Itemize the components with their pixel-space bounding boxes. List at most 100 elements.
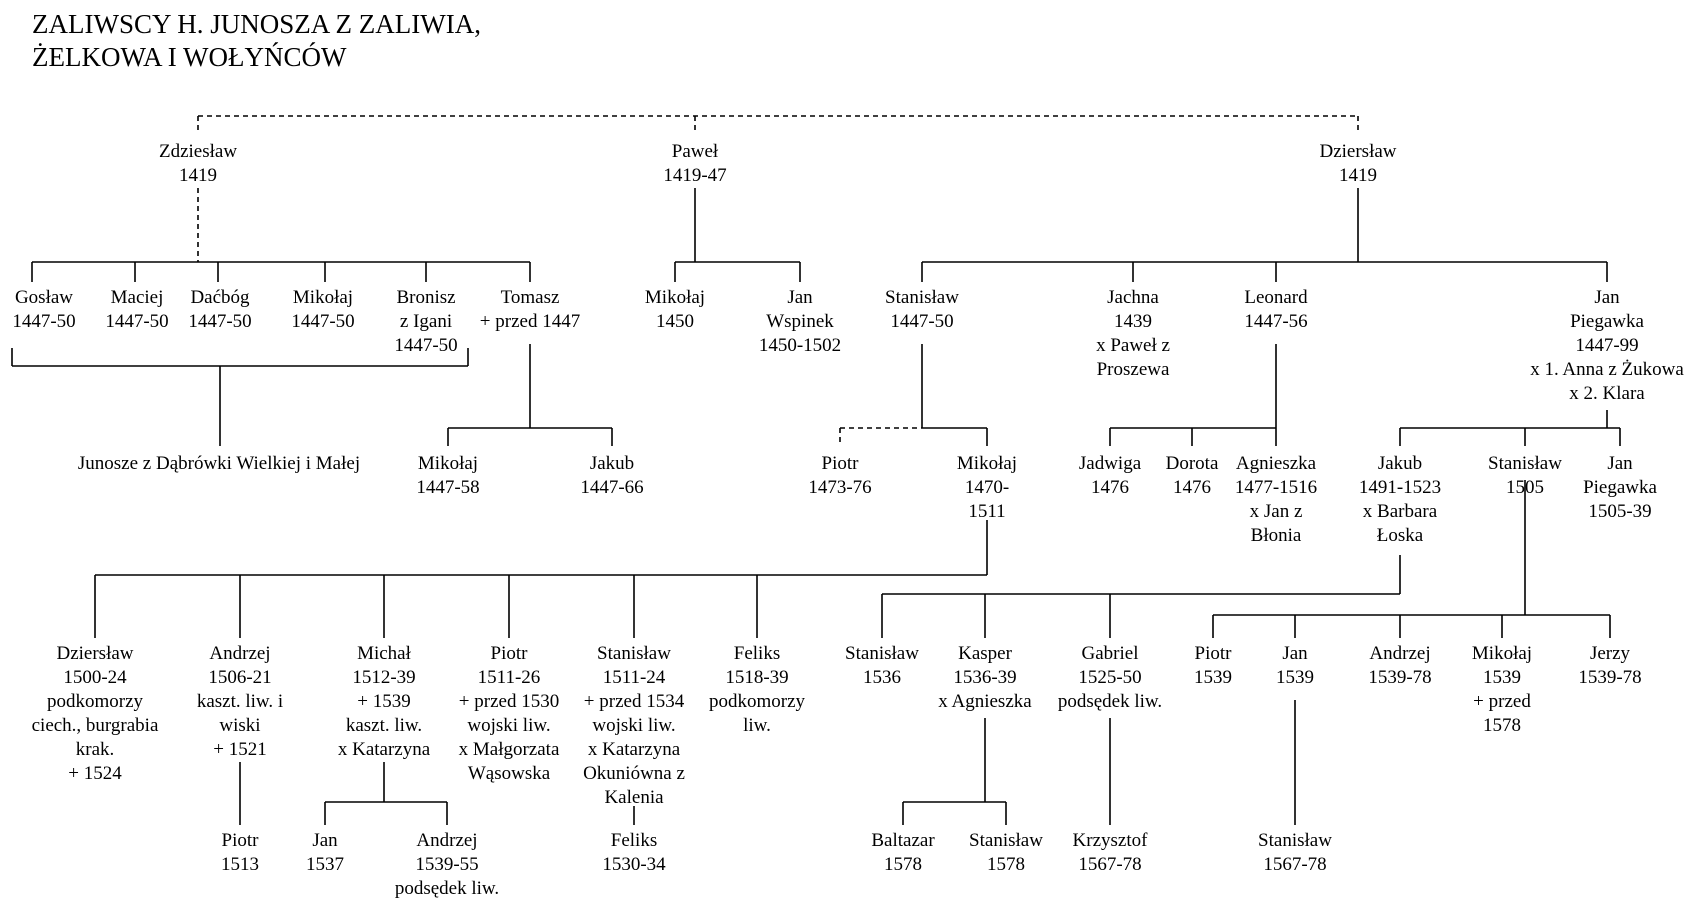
person-text-line: 1512-39 [352,667,416,688]
person-text-line: Jakub [1377,453,1423,474]
person-text-line: x 2. Klara [1569,383,1645,404]
person-text-line: 1447-99 [1575,335,1639,356]
person-text-line: 1578 [1482,715,1521,736]
person-text-line: kaszt. liw. i [196,691,284,712]
person-text-line: Okuniówna z [583,763,685,784]
person-text-line: + przed [1473,691,1531,712]
person-text-line: 1539-55 [415,854,479,875]
person-text-line: Andrzej [209,643,271,664]
person-text-line: Stanisław [845,643,919,664]
person-text-line: x Małgorzata [458,739,560,760]
person-text-line: x Agnieszka [938,691,1032,712]
person-text-line: 1447-58 [416,477,480,498]
person-text-line: 1511-26 [477,667,541,688]
person-text-line: Piotr [221,830,259,851]
person-text-line: Dziersław [56,643,134,664]
person-text-line: Jan [1282,643,1308,664]
person-piotr-a: Piotr 1513 [221,829,259,877]
person-text-line: 1537 [306,854,344,875]
person-text-line: Piotr [821,453,859,474]
person-text-line: 1476 [1090,477,1129,498]
person-text-line: 1450 [655,311,694,332]
person-text-line: podkomorzy [708,691,806,712]
person-text-line: x Katarzyna [587,739,681,760]
person-text-line: Agnieszka [1235,453,1317,474]
person-text-line: 1447-50 [291,311,355,332]
person-text-line: podsędek liw. [394,878,500,899]
person-text-line: 1530-34 [602,854,666,875]
person-text-line: 1470- [964,477,1010,498]
person-text-line: 1447-50 [12,311,76,332]
person-text-line: 1539-78 [1578,667,1642,688]
person-text-line: liw. [743,715,771,736]
person-text-line: z Igani [399,311,453,332]
person-text-line: 1513 [221,854,259,875]
person-text-line: Gosław [14,287,74,308]
person-text-line: Paweł [671,141,719,162]
person-text-line: 1505-39 [1588,501,1652,522]
person-text-line: 1511 [968,501,1006,522]
person-text-line: ciech., burgrabia [31,715,159,736]
person-andrzej-sj: Andrzej 1539-78 [1368,642,1431,690]
person-text-line: x Katarzyna [337,739,431,760]
person-text-line: Maciej [110,287,164,308]
person-text-line: kaszt. liw. [345,715,423,736]
person-text-line: x Barbara [1362,501,1438,522]
person-text-line: + 1521 [213,739,267,760]
person-text-line: Bronisz [396,287,456,308]
person-text-line: Łoska [1376,525,1424,546]
person-text-line: Piegawka [1570,311,1644,332]
person-text-line: 1536-39 [953,667,1017,688]
person-text-line: 1447-50 [394,335,458,356]
person-text-line: x Jan z [1249,501,1303,522]
person-text-line: wojski liw. [592,715,676,736]
person-text-line: Leonard [1244,287,1308,308]
person-text-line: 1473-76 [808,477,872,498]
person-text-line: Andrzej [416,830,478,851]
person-text-line: Piegawka [1583,477,1657,498]
person-piotr-s: Piotr 1473-76 [808,452,871,500]
person-text-line: Stanisław [1488,453,1562,474]
person-text-line: Baltazar [871,830,935,851]
person-text-line: wiski [219,715,261,736]
person-text-line: Jan [787,287,813,308]
person-text-line: 1447-50 [188,311,252,332]
person-text-line: Stanisław [597,643,671,664]
person-text-line: 1476 [1172,477,1211,498]
person-text-line: 1539 [1482,667,1521,688]
person-text-line: Kalenia [604,787,664,808]
person-text-line: Mikołaj [644,287,706,308]
person-text-line: Jakub [589,453,635,474]
person-text-line: Zdziesław [158,141,238,162]
person-bronisz: Bronisz z Igani 1447-50 [394,286,457,358]
person-text-line: Andrzej [1369,643,1431,664]
person-text-line: Dziersław [1319,141,1397,162]
person-text-line: 1539-78 [1368,667,1432,688]
person-text-line: Mikołaj [292,287,354,308]
person-text-line: 1491-1523 [1358,477,1442,498]
person-text-line: wojski liw. [467,715,551,736]
person-text-line: Błonia [1250,525,1302,546]
person-text-line: 1567-78 [1263,854,1327,875]
